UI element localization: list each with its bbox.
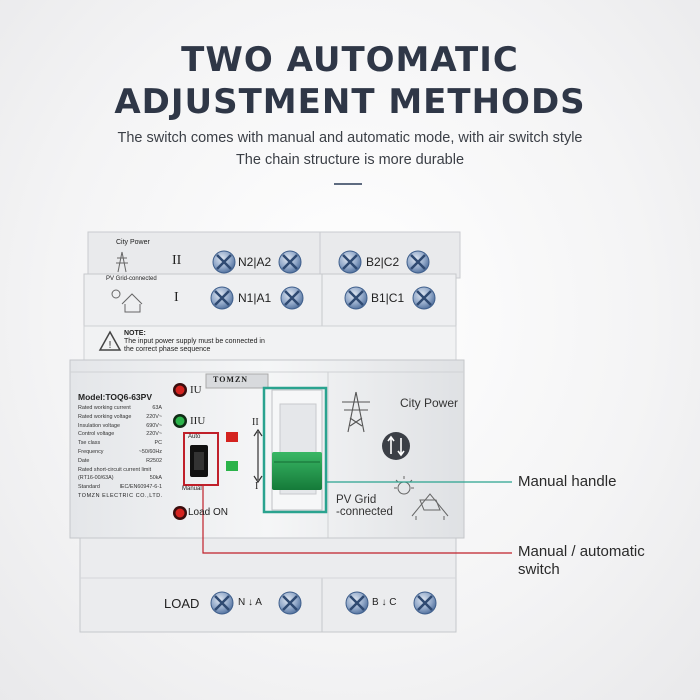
spec-label: Rated working current bbox=[78, 405, 131, 411]
subtitle-line2: The chain structure is more durable bbox=[235, 152, 465, 168]
led-iu-icon bbox=[173, 383, 187, 397]
manual-handle bbox=[272, 452, 322, 490]
right-pv-grid-line2: -connected bbox=[336, 506, 393, 518]
brand-plate bbox=[205, 373, 269, 389]
spec-table: Rated working current 63A Rated working vo… bbox=[78, 404, 162, 492]
screw-c2-icon bbox=[406, 250, 430, 274]
spec-value: 63A bbox=[152, 405, 162, 411]
screw-a-icon bbox=[278, 591, 302, 615]
screw-c1-icon bbox=[412, 286, 436, 310]
spec-value: R2502 bbox=[146, 457, 162, 464]
page-title-line2: ADJUSTMENT METHODS bbox=[114, 82, 586, 122]
spec-row: Tse class PC bbox=[78, 439, 162, 448]
screw-n-icon bbox=[210, 591, 234, 615]
manual-handle-highlight bbox=[262, 386, 328, 514]
led-iiu-icon bbox=[173, 414, 187, 428]
spec-row: Rated working current 63A bbox=[78, 404, 162, 413]
screw-b1-icon bbox=[344, 286, 368, 310]
spec-label: Date bbox=[78, 457, 90, 464]
spec-value: ~50/60Hz bbox=[138, 448, 162, 455]
spec-label: Standard bbox=[78, 484, 100, 491]
svg-text:!: ! bbox=[108, 340, 112, 351]
mode-switch-callout-line bbox=[202, 485, 512, 554]
second-row-housing bbox=[83, 273, 457, 327]
handle-scale-top: II bbox=[252, 417, 259, 428]
spec-label: Control voltage bbox=[78, 431, 115, 438]
switch-callout-line1: Manual / automatic bbox=[518, 543, 645, 560]
manual-handle-callout: Manual handle bbox=[518, 473, 617, 490]
right-city-power-label: City Power bbox=[400, 396, 459, 410]
screw-a2-icon bbox=[278, 250, 302, 274]
screw-n2-icon bbox=[212, 250, 236, 274]
small-solar-house-icon bbox=[111, 289, 143, 313]
note-line1: The input power supply must be connected… bbox=[124, 338, 265, 345]
second-roman-numeral: I bbox=[174, 290, 179, 305]
screw-b2-icon bbox=[338, 250, 362, 274]
load-label: LOAD bbox=[164, 596, 200, 611]
spec-model: Model:TOQ6-63PV bbox=[78, 392, 152, 402]
spec-value: 220V~ bbox=[146, 413, 162, 420]
note-line2: the correct phase sequence bbox=[124, 346, 211, 353]
mode-switch-highlight bbox=[183, 432, 219, 486]
spec-value: PC bbox=[154, 440, 163, 447]
terminal-b1-c1: B1|C1 bbox=[371, 291, 405, 305]
top-city-power-label: City Power bbox=[116, 239, 150, 246]
handle-scale-bottom: I bbox=[255, 481, 259, 492]
spec-label: Tse class bbox=[78, 440, 101, 447]
spec-row: Standard IEC/EN60947-6-1 bbox=[78, 483, 162, 492]
terminal-n2-a2: N2|A2 bbox=[238, 255, 272, 269]
terminal-n-a: N ↓ A bbox=[238, 597, 262, 608]
spec-label: Rated short-circuit current limit bbox=[78, 466, 152, 473]
spec-row: Insulation voltage 690V~ bbox=[78, 422, 162, 431]
spec-label: Frequency bbox=[78, 448, 104, 455]
mode-manual-label: Manual bbox=[182, 486, 202, 492]
title-divider bbox=[334, 183, 362, 185]
terminal-b-c: B ↓ C bbox=[372, 597, 397, 608]
spec-row: (RT16-00/63A) 50kA bbox=[78, 474, 162, 483]
lower-body bbox=[79, 537, 457, 633]
screw-n1-icon bbox=[210, 286, 234, 310]
screw-a1-icon bbox=[280, 286, 304, 310]
subtitle-line1: The switch comes with manual and automat… bbox=[117, 130, 583, 146]
transfer-arrows-icon bbox=[382, 432, 410, 460]
spec-value: 50kA bbox=[149, 475, 162, 482]
right-pv-grid-line1: PV Grid bbox=[336, 494, 377, 506]
page-title-line1: TWO AUTOMATIC bbox=[181, 40, 519, 80]
spec-value: 690V~ bbox=[146, 422, 162, 429]
spec-label: Insulation voltage bbox=[78, 422, 120, 429]
mode-auto-label: Auto bbox=[188, 434, 201, 440]
spec-value: 220V~ bbox=[146, 431, 162, 438]
status-red-square bbox=[226, 432, 238, 442]
screw-b-icon bbox=[345, 591, 369, 615]
spec-maker: TOMZN ELECTRIC CO.,LTD. bbox=[78, 493, 163, 499]
terminal-n1-a1: N1|A1 bbox=[238, 291, 272, 305]
status-green-square bbox=[226, 461, 238, 471]
terminal-b2-c2: B2|C2 bbox=[366, 255, 400, 269]
handle-scale-arrow bbox=[253, 428, 263, 484]
spec-row: Date R2502 bbox=[78, 457, 162, 466]
spec-label: (RT16-00/63A) bbox=[78, 475, 114, 482]
spec-label: Rated working voltage bbox=[78, 413, 132, 420]
spec-row: Control voltage 220V~ bbox=[78, 430, 162, 439]
spec-value: IEC/EN60947-6-1 bbox=[119, 484, 162, 491]
led-iiu-label: IIU bbox=[190, 415, 206, 427]
warning-icon: ! bbox=[98, 330, 122, 351]
pv-grid-small-label: PV Grid-connected bbox=[106, 276, 157, 282]
spec-row: Frequency ~50/60Hz bbox=[78, 448, 162, 457]
screw-c-icon bbox=[413, 591, 437, 615]
small-pylon-icon bbox=[116, 251, 128, 273]
pylon-icon bbox=[342, 391, 370, 433]
top-roman-numeral: II bbox=[172, 253, 182, 268]
switch-callout-line2: switch bbox=[518, 561, 560, 578]
spec-row: Rated working voltage 220V~ bbox=[78, 413, 162, 422]
led-load-label: Load ON bbox=[188, 507, 229, 518]
led-iu-label: IU bbox=[190, 384, 202, 396]
spec-row: Rated short-circuit current limit bbox=[78, 466, 162, 475]
brand-label: TOMZN bbox=[213, 375, 249, 384]
led-load-icon bbox=[173, 506, 187, 520]
note-heading: NOTE: bbox=[124, 330, 146, 337]
